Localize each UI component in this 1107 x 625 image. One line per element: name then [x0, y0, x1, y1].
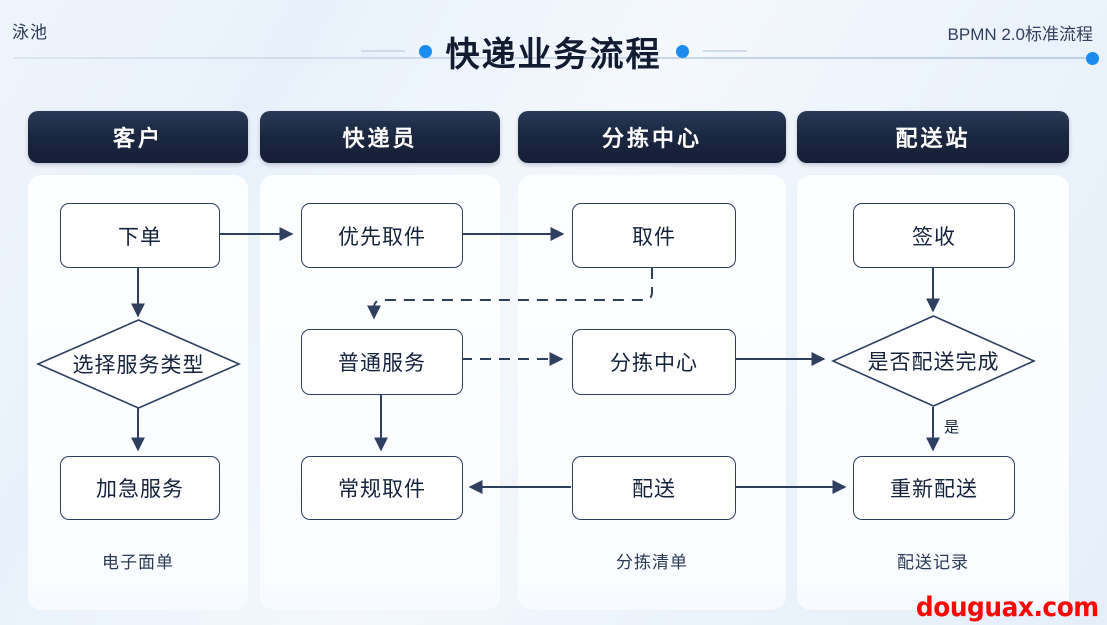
title-right-line: [702, 50, 747, 52]
node-priority-pickup[interactable]: 优先取件: [301, 203, 463, 268]
lane-header-label: 快递员: [342, 126, 418, 151]
node-delivered-check-label: 是否配送完成: [867, 351, 1000, 374]
pool-label: 泳池: [12, 23, 48, 42]
title-bar: 快递业务流程: [0, 22, 1107, 80]
lane-header-label: 分拣中心: [601, 126, 702, 151]
lane-footer-station: 配送记录: [897, 552, 969, 572]
watermark: douguax.com: [916, 592, 1099, 623]
lane-header-station[interactable]: 配送站: [797, 111, 1069, 163]
lane-header-label: 客户: [112, 126, 163, 151]
node-normal-service[interactable]: 普通服务: [301, 329, 463, 395]
node-choose-service[interactable]: 选择服务类型: [36, 318, 241, 410]
pool-end-dot: [1086, 52, 1099, 65]
node-regular-pickup[interactable]: 常规取件: [301, 456, 463, 520]
node-express-service[interactable]: 加急服务: [60, 456, 220, 520]
pool-divider-line: [14, 57, 1094, 59]
lane-header-label: 配送站: [895, 126, 971, 151]
lane-header-sorting[interactable]: 分拣中心: [518, 111, 786, 163]
node-sign-receipt[interactable]: 签收: [853, 203, 1015, 268]
node-choose-service-label: 选择服务类型: [72, 354, 205, 377]
lane-footer-courier: [260, 548, 500, 572]
node-delivery[interactable]: 配送: [572, 456, 736, 520]
edge-label-yes: 是: [944, 419, 960, 436]
lane-footer-customer: 电子面单: [102, 552, 174, 572]
node-redeliver[interactable]: 重新配送: [853, 456, 1015, 520]
lane-footer-sorting: 分拣清单: [616, 552, 688, 572]
lane-header-customer[interactable]: 客户: [28, 111, 248, 163]
node-pickup[interactable]: 取件: [572, 203, 736, 268]
title-left-dot: [418, 44, 432, 58]
standard-label: BPMN 2.0标准流程: [947, 25, 1093, 44]
lane-header-courier[interactable]: 快递员: [260, 111, 500, 163]
title-left-line: [360, 50, 405, 52]
page-title: 快递业务流程: [445, 35, 662, 74]
title-right-dot: [675, 44, 689, 58]
node-sorting-center[interactable]: 分拣中心: [572, 329, 736, 395]
node-place-order[interactable]: 下单: [60, 203, 220, 268]
node-delivered-check[interactable]: 是否配送完成: [831, 314, 1036, 408]
